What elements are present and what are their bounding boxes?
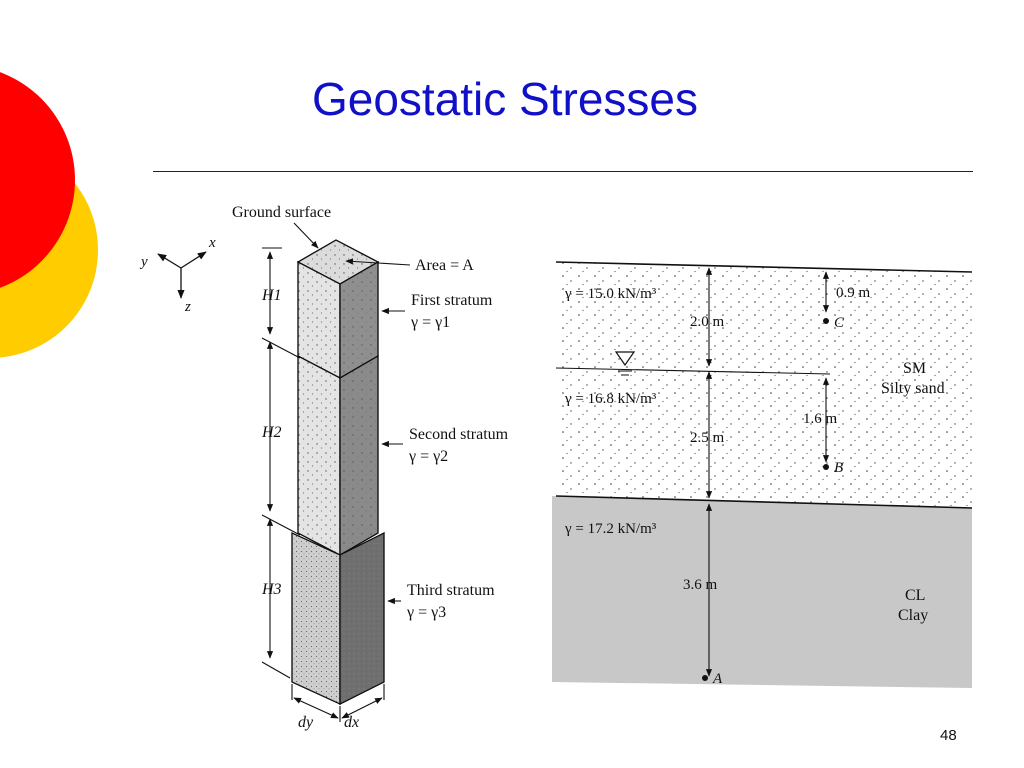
sand-code: SM	[903, 360, 926, 377]
axis-z-label: z	[184, 299, 191, 315]
sand-clay-boundary	[555, 495, 973, 509]
stratum-1-name: First stratum	[411, 292, 493, 309]
stratum-2-gamma: γ = γ2	[408, 448, 448, 465]
water-table-icon	[614, 351, 636, 367]
stratum-3-gamma: γ = γ3	[406, 604, 446, 621]
decorative-circles	[0, 72, 98, 358]
stratum-3-name: Third stratum	[407, 582, 495, 599]
base-dimensions	[291, 684, 385, 722]
layer-dimensions	[705, 267, 830, 677]
base-dy-label: dy	[298, 714, 314, 731]
point-b-depth: 1.6 m	[803, 411, 838, 427]
layer3-thickness: 3.6 m	[683, 577, 718, 593]
ground-line	[555, 261, 973, 273]
point-c-marker	[823, 318, 829, 324]
point-b-label: B	[834, 460, 843, 476]
clay-layer	[552, 496, 972, 688]
clay-name: Clay	[898, 607, 928, 624]
ground-surface-arrow	[293, 222, 319, 249]
layer2-thickness: 2.5 m	[690, 430, 725, 446]
stratum-1-gamma: γ = γ1	[410, 314, 450, 331]
red-circle	[0, 72, 75, 288]
point-c-depth: 0.9 m	[836, 285, 871, 301]
water-table-line	[555, 367, 831, 375]
left-figure: x y z	[139, 204, 509, 731]
point-b-marker	[823, 464, 829, 470]
point-a-marker	[702, 675, 708, 681]
thickness-dimensions	[261, 247, 301, 679]
slide-title-text: Geostatic Stresses	[311, 73, 699, 125]
clay-code: CL	[905, 587, 925, 604]
coordinate-axes	[157, 251, 207, 299]
title-divider	[153, 171, 973, 172]
layer3-gamma: γ = 17.2 kN/m³	[564, 521, 657, 537]
right-figure: γ = 15.0 kN/m³ 2.0 m 0.9 m C γ = 16.8 kN…	[552, 261, 973, 688]
soil-column	[291, 239, 385, 705]
layer1-gamma: γ = 15.0 kN/m³	[564, 286, 657, 302]
area-arrow	[345, 258, 411, 266]
thickness-h2: H2	[261, 424, 282, 441]
stratum-2-name: Second stratum	[409, 426, 509, 443]
ground-surface-label: Ground surface	[232, 204, 331, 221]
point-a-label: A	[712, 671, 723, 687]
point-c-label: C	[834, 315, 845, 331]
axis-x-label: x	[208, 235, 216, 251]
layer1-thickness: 2.0 m	[690, 314, 725, 330]
thickness-h1: H1	[261, 287, 282, 304]
slide-title: Geostatic Stresses	[0, 72, 1024, 126]
layer2-gamma: γ = 16.8 kN/m³	[564, 391, 657, 407]
page-number: 48	[940, 727, 957, 744]
thickness-h3: H3	[261, 581, 282, 598]
area-label: Area = A	[415, 257, 474, 274]
base-dx-label: dx	[344, 714, 359, 731]
sand-name: Silty sand	[881, 380, 945, 397]
axis-y-label: y	[139, 254, 148, 270]
